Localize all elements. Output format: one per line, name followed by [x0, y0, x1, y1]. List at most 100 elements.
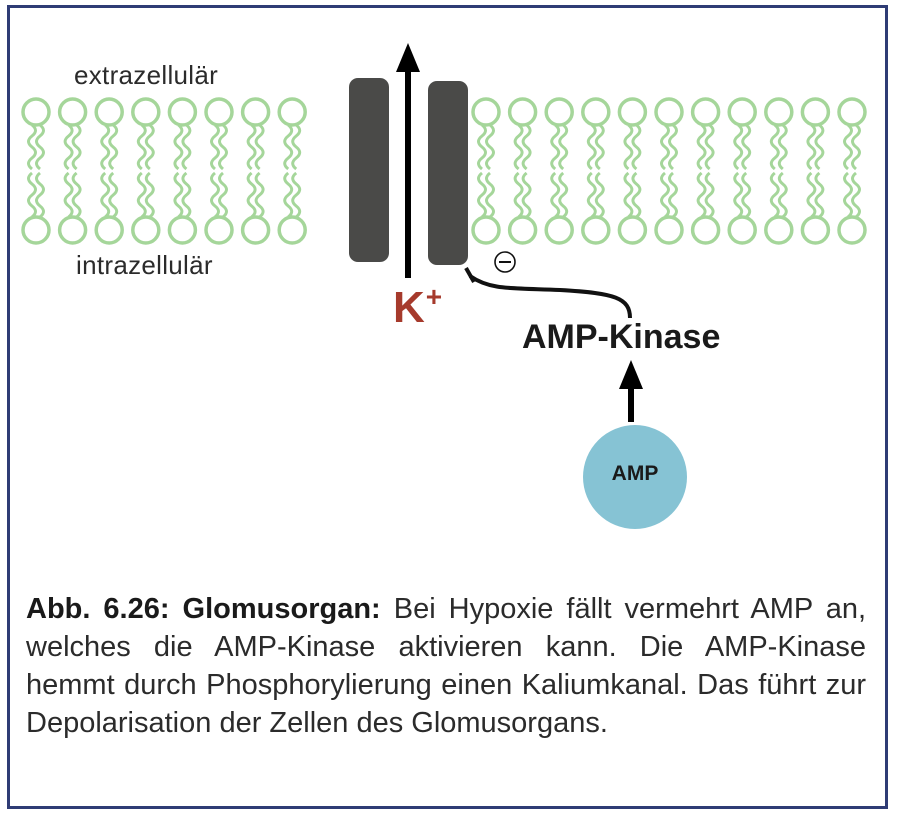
- lipid-tail: [218, 123, 228, 171]
- lipid-tail: [550, 123, 561, 171]
- caption-heading: Abb. 6.26: Glomusorgan:: [26, 593, 381, 625]
- lipid-head: [544, 97, 574, 127]
- lipid-tail: [777, 171, 788, 219]
- lipid-head: [167, 215, 198, 245]
- lipid-head: [581, 97, 611, 127]
- lipid-tail: [63, 171, 74, 219]
- lipid-tail: [144, 171, 155, 219]
- lipid-tail: [181, 123, 192, 171]
- activation-arrowhead: [619, 360, 643, 389]
- lipid-tail: [814, 123, 825, 171]
- lipid-head: [471, 215, 501, 245]
- lipid-head: [837, 97, 867, 127]
- lipid-tail: [769, 123, 780, 171]
- lipid-head: [21, 215, 51, 245]
- lipid-head: [204, 215, 234, 245]
- lipid-tail: [851, 123, 861, 171]
- inhibition-minus-icon: [494, 251, 516, 273]
- lipid-tail: [485, 123, 495, 171]
- lipid-tail: [704, 123, 715, 171]
- lipid-tail: [660, 123, 670, 171]
- figure-frame: [7, 5, 888, 809]
- lipid-head: [57, 215, 88, 245]
- lipid-tail: [558, 123, 569, 171]
- lipid-head: [690, 215, 721, 245]
- lipid-head: [690, 97, 721, 127]
- lipid-head: [21, 97, 51, 127]
- lipid-tail: [254, 171, 265, 219]
- channel-subunit-right: [428, 81, 468, 265]
- lipid-tail: [283, 123, 294, 171]
- lipid-head: [131, 97, 161, 127]
- lipid-head: [764, 215, 794, 245]
- lipid-tail: [594, 171, 605, 219]
- lipid-tail: [477, 171, 487, 219]
- potassium-flow-arrowhead: [396, 43, 420, 72]
- lipid-head: [471, 97, 501, 127]
- lipid-head: [764, 97, 794, 127]
- lipid-head: [617, 97, 648, 127]
- lipid-tail: [851, 171, 861, 219]
- lipid-head: [617, 215, 648, 245]
- lipid-tail: [806, 171, 817, 219]
- lipid-tail: [696, 123, 707, 171]
- channel-subunit-left: [349, 78, 389, 262]
- lipid-tail: [741, 123, 752, 171]
- lipid-tail: [173, 123, 184, 171]
- lipid-tail: [136, 171, 147, 219]
- lipid-tail: [668, 171, 678, 219]
- lipid-head: [727, 215, 757, 245]
- lipid-tail: [594, 123, 605, 171]
- lipid-tail: [71, 171, 82, 219]
- lipid-head: [544, 215, 574, 245]
- lipid-head: [57, 97, 88, 127]
- lipid-tail: [108, 171, 119, 219]
- lipid-tail: [814, 171, 825, 219]
- lipid-head: [204, 97, 234, 127]
- extracellular-label: extrazellulär: [74, 60, 219, 90]
- lipid-tail: [741, 171, 752, 219]
- lipid-tail: [623, 171, 634, 219]
- lipid-bilayer: [21, 97, 867, 245]
- lipid-tail: [181, 171, 192, 219]
- lipid-head: [654, 97, 684, 127]
- lipid-tail: [769, 171, 780, 219]
- lipid-tail: [246, 123, 257, 171]
- lipid-tail: [35, 123, 45, 171]
- lipid-head: [240, 97, 271, 127]
- lipid-tail: [660, 171, 670, 219]
- lipid-tail: [63, 123, 74, 171]
- amp-label: AMP: [611, 462, 659, 485]
- lipid-head: [507, 97, 538, 127]
- lipid-tail: [210, 171, 220, 219]
- lipid-head: [131, 215, 161, 245]
- lipid-tail: [586, 171, 597, 219]
- ion-charge: +: [425, 281, 443, 312]
- lipid-tail: [806, 123, 817, 171]
- lipid-head: [837, 215, 867, 245]
- lipid-head: [277, 215, 307, 245]
- lipid-tail: [696, 171, 707, 219]
- lipid-tail: [27, 171, 37, 219]
- lipid-head: [800, 97, 831, 127]
- lipid-tail: [513, 123, 524, 171]
- lipid-tail: [100, 123, 111, 171]
- lipid-tail: [291, 123, 302, 171]
- intracellular-label: intrazellulär: [76, 250, 213, 280]
- lipid-head: [581, 215, 611, 245]
- lipid-tail: [71, 123, 82, 171]
- lipid-tail: [485, 171, 495, 219]
- lipid-tail: [558, 171, 569, 219]
- lipid-head: [727, 97, 757, 127]
- potassium-ion-label: K+: [393, 281, 442, 333]
- figure-caption: Abb. 6.26: Glomusorgan: Bei Hypoxie fäll…: [26, 590, 866, 742]
- lipid-tail: [477, 123, 487, 171]
- lipid-tail: [623, 123, 634, 171]
- lipid-tail: [521, 171, 532, 219]
- lipid-head: [654, 215, 684, 245]
- lipid-head: [240, 215, 271, 245]
- lipid-tail: [136, 123, 147, 171]
- lipid-tail: [631, 171, 642, 219]
- lipid-tail: [283, 171, 294, 219]
